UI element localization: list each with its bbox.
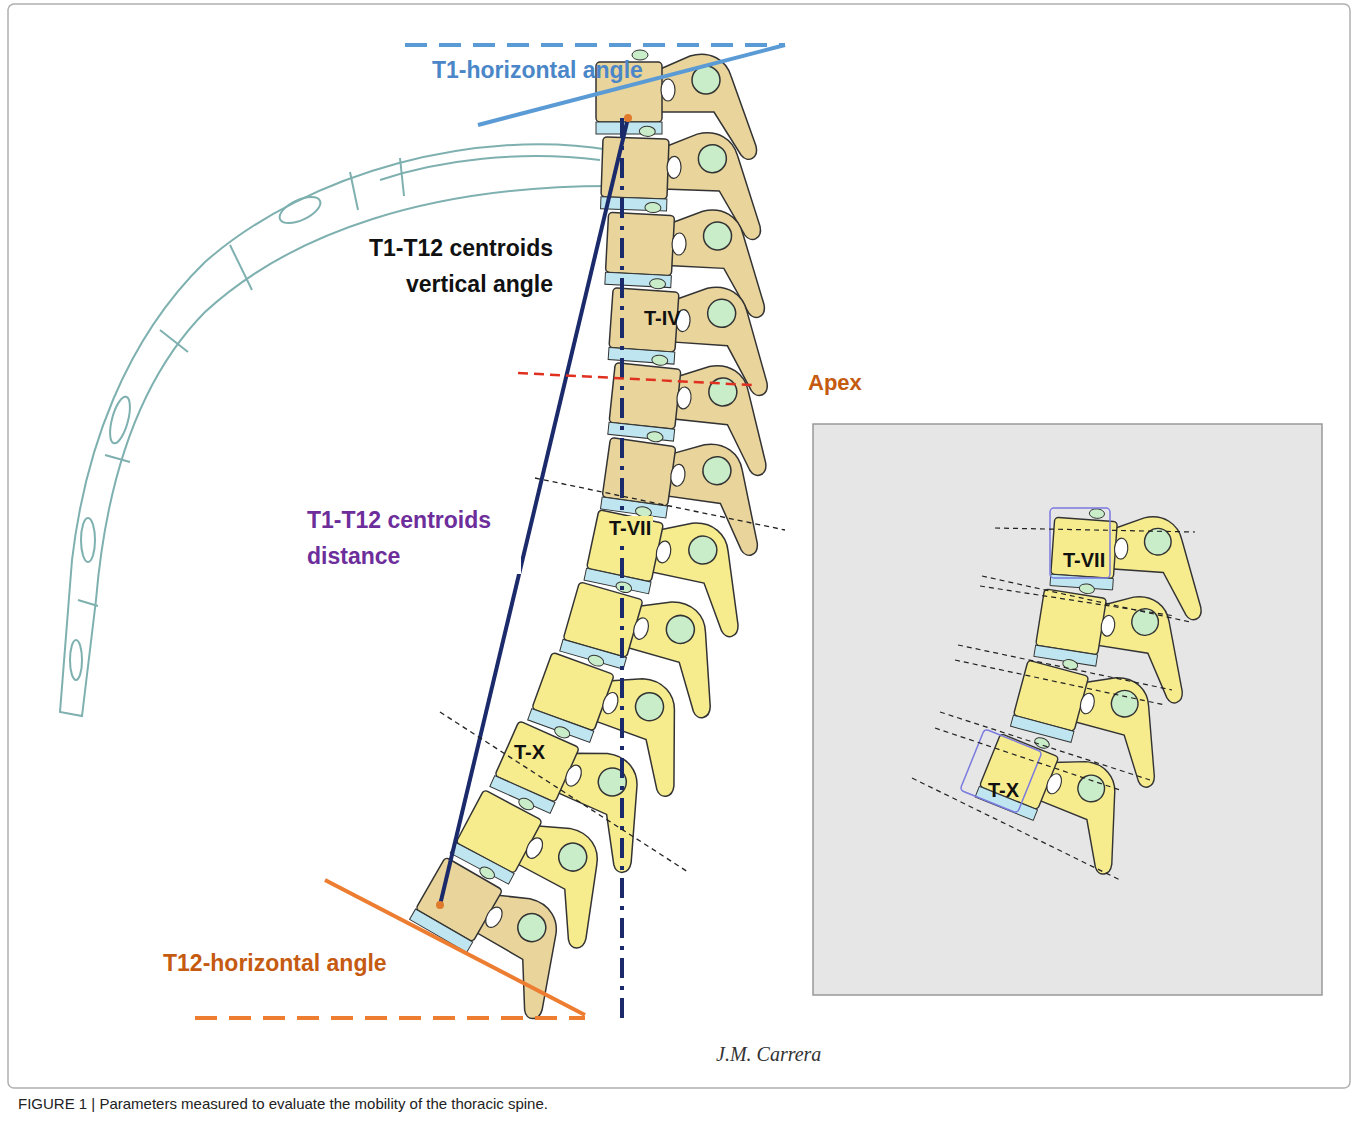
- vertebra-label: T-VII: [1061, 548, 1107, 572]
- vertebra-label: T-VII: [607, 516, 653, 540]
- inset-vertebrae: [960, 506, 1208, 876]
- angle-label: T12-horizontal angle: [163, 950, 387, 978]
- angle-label: T1-horizontal angle: [432, 57, 643, 85]
- rib-outline: [60, 144, 610, 716]
- vertebra-label: T-IV: [644, 306, 681, 330]
- apex-line: [518, 373, 752, 385]
- figure-caption: FIGURE 1 | Parameters measured to evalua…: [18, 1095, 1338, 1113]
- t7-dashed-line: [535, 478, 785, 530]
- vertical-reference-line: [620, 118, 624, 1022]
- inset-panel: [813, 424, 1322, 995]
- figure-frame: [8, 4, 1350, 1088]
- apex-label: Apex: [808, 370, 862, 396]
- t10-dashed-line: [440, 712, 688, 872]
- signature: J.M. Carrera: [716, 1042, 821, 1066]
- t12-reference-line: [195, 1016, 585, 1020]
- angle-label: T1-T12 centroids vertical angle: [323, 230, 553, 302]
- vertebra-label: T-X: [988, 778, 1019, 802]
- t12-endplate-line: [325, 880, 585, 1015]
- t12-centroid: [436, 901, 444, 909]
- t1-centroid: [624, 114, 632, 122]
- vertebra-label: T-X: [514, 740, 545, 764]
- inset-dashed-lines: [912, 528, 1195, 880]
- distance-label: T1-T12 centroids distance: [305, 502, 521, 574]
- t1-reference-line: [405, 43, 785, 47]
